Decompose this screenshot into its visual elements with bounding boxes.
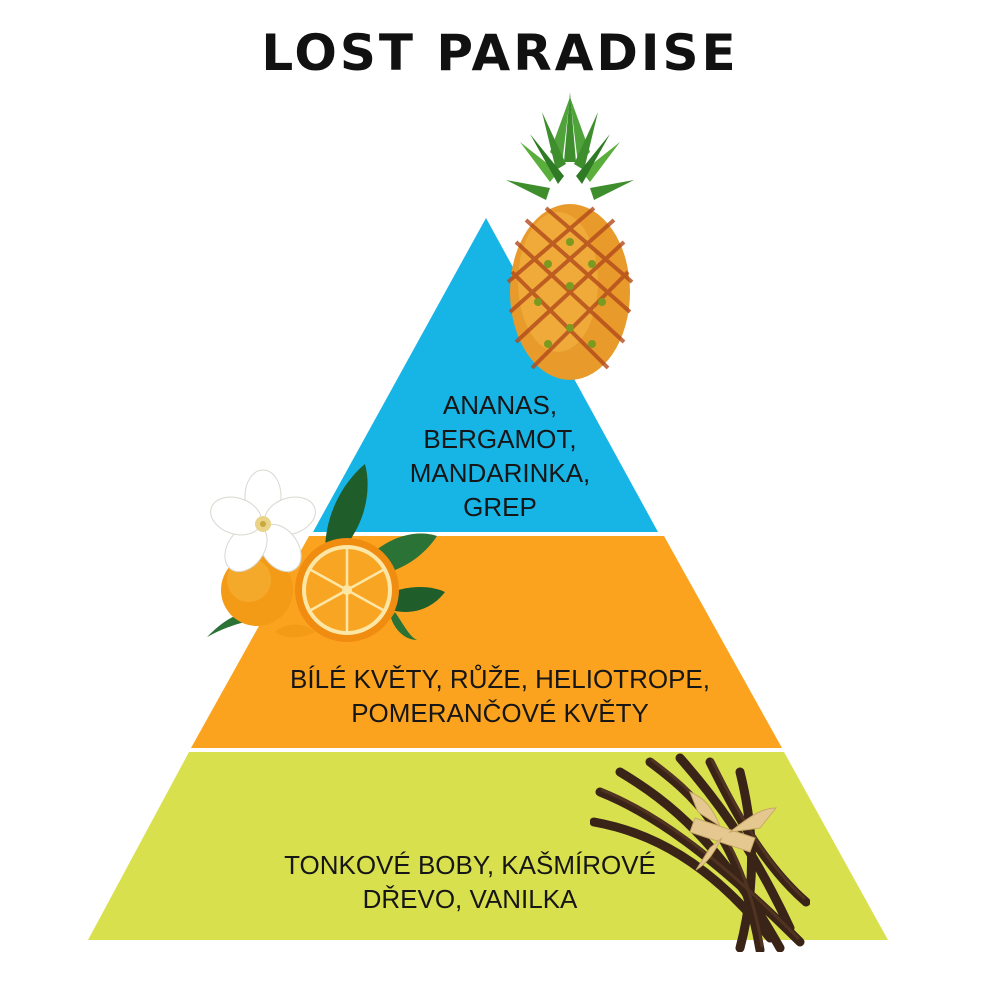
top-notes-line: ANANAS, xyxy=(442,390,558,420)
pineapple-icon xyxy=(506,92,634,380)
base-notes-line: TONKOVÉ BOBY, KAŠMÍROVÉ xyxy=(284,850,656,880)
heart-notes-text: BÍLÉ KVĚTY, RŮŽE, HELIOTROPE, POMERANČOV… xyxy=(210,662,790,730)
top-notes-text: ANANAS, BERGAMOT, MANDARINKA, GREP xyxy=(330,388,670,524)
base-notes-line: DŘEVO, VANILKA xyxy=(362,884,578,914)
top-notes-line: GREP xyxy=(463,492,537,522)
top-notes-line: BERGAMOT, xyxy=(423,424,577,454)
orange-blossom-icon xyxy=(207,464,445,642)
heart-notes-line: BÍLÉ KVĚTY, RŮŽE, HELIOTROPE, xyxy=(290,664,710,694)
top-notes-line: MANDARINKA, xyxy=(409,458,591,488)
vanilla-pods-icon xyxy=(590,753,810,952)
page-title: LOST PARADISE xyxy=(261,24,739,82)
pyramid-top-tier xyxy=(313,218,658,532)
heart-notes-line: POMERANČOVÉ KVĚTY xyxy=(351,698,649,728)
base-notes-text: TONKOVÉ BOBY, KAŠMÍROVÉ DŘEVO, VANILKA xyxy=(250,848,690,916)
